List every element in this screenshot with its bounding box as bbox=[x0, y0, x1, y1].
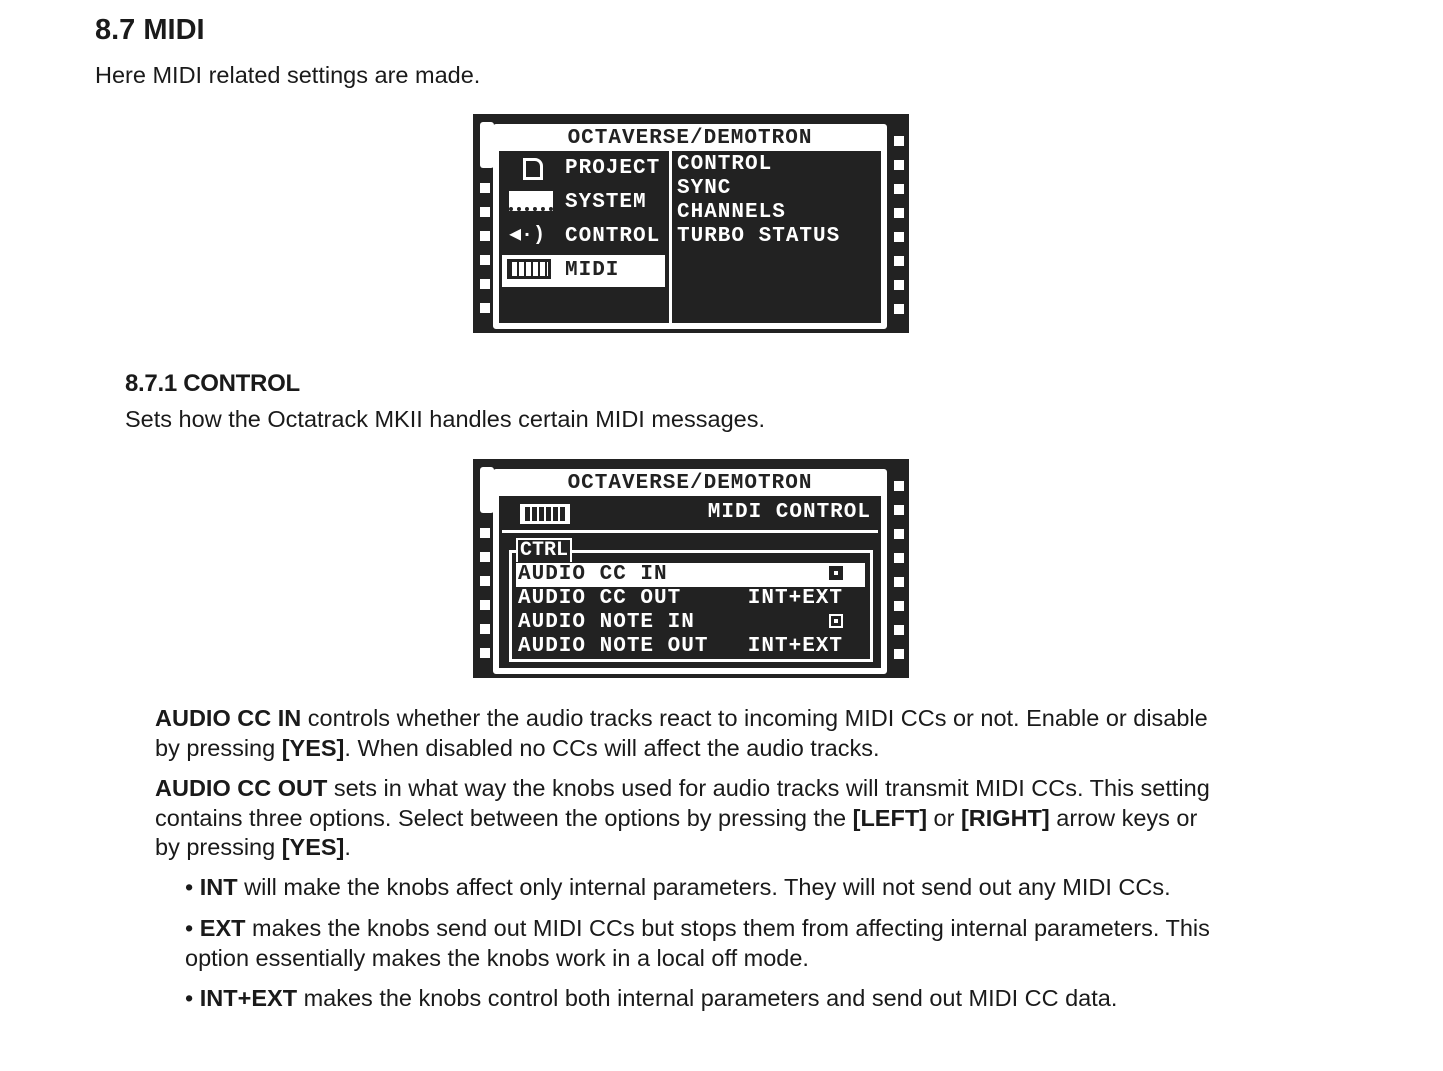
paragraph-audio-cc-out: AUDIO CC OUT sets in what way the knobs … bbox=[155, 775, 1210, 860]
screen-title: OCTAVERSE/DEMOTRON bbox=[567, 127, 813, 150]
keyboard-icon bbox=[507, 259, 551, 279]
page-icon bbox=[523, 158, 543, 180]
submenu-item-turbo-status[interactable]: TURBO STATUS bbox=[677, 225, 841, 248]
setting-row-audio-note-in[interactable]: AUDIO NOTE IN bbox=[516, 611, 865, 635]
section-intro: Here MIDI related settings are made. bbox=[95, 62, 481, 88]
setting-label: AUDIO CC OUT bbox=[518, 587, 682, 610]
section-title: 8.7 MIDI bbox=[95, 14, 205, 46]
submenu-item-sync[interactable]: SYNC bbox=[677, 177, 732, 200]
checkbox-checked[interactable] bbox=[829, 614, 843, 629]
screen-midi-control: OCTAVERSE/DEMOTRON MIDI CONTROL CTRL AUD… bbox=[473, 459, 909, 678]
menu-item-system[interactable]: SYSTEM bbox=[565, 191, 647, 214]
speaker-icon: ◀·) bbox=[509, 224, 546, 247]
screen-title: OCTAVERSE/DEMOTRON bbox=[567, 472, 813, 495]
submenu-item-channels[interactable]: CHANNELS bbox=[677, 201, 786, 224]
setting-label: AUDIO NOTE OUT bbox=[518, 635, 709, 658]
setting-label: AUDIO NOTE IN bbox=[518, 611, 695, 634]
bullet-ext: • EXT makes the knobs send out MIDI CCs … bbox=[185, 915, 1210, 971]
setting-value[interactable]: INT+EXT bbox=[747, 587, 843, 610]
menu-item-project[interactable]: PROJECT bbox=[565, 157, 661, 180]
group-label: CTRL bbox=[516, 538, 573, 562]
setting-row-audio-cc-in[interactable]: AUDIO CC IN bbox=[516, 563, 865, 587]
keyboard-icon bbox=[520, 504, 570, 524]
screen-midi-menu: OCTAVERSE/DEMOTRON PROJECT SYSTEM ◀·) CO… bbox=[473, 114, 909, 333]
ctrl-group bbox=[509, 550, 873, 662]
submenu-item-control[interactable]: CONTROL bbox=[677, 153, 773, 176]
menu-item-midi[interactable]: MIDI bbox=[565, 259, 620, 282]
checkbox-checked[interactable] bbox=[829, 566, 843, 581]
subsection-title: 8.7.1 CONTROL bbox=[125, 370, 300, 397]
paragraph-audio-cc-in: AUDIO CC IN controls whether the audio t… bbox=[155, 705, 1208, 761]
bullet-int: • INT will make the knobs affect only in… bbox=[185, 874, 1171, 900]
submenu-list: CONTROL SYNC CHANNELS TURBO STATUS bbox=[677, 153, 840, 249]
setting-value[interactable]: INT+EXT bbox=[747, 635, 843, 658]
setting-label: AUDIO CC IN bbox=[518, 563, 668, 586]
page-header: MIDI CONTROL bbox=[707, 501, 871, 524]
menu-item-control[interactable]: CONTROL bbox=[565, 225, 661, 248]
system-icon bbox=[509, 191, 553, 211]
bullet-int-ext: • INT+EXT makes the knobs control both i… bbox=[185, 985, 1118, 1011]
setting-row-audio-cc-out[interactable]: AUDIO CC OUT INT+EXT bbox=[516, 587, 865, 611]
setting-row-audio-note-out[interactable]: AUDIO NOTE OUT INT+EXT bbox=[516, 635, 865, 659]
subsection-intro: Sets how the Octatrack MKII handles cert… bbox=[125, 406, 765, 432]
